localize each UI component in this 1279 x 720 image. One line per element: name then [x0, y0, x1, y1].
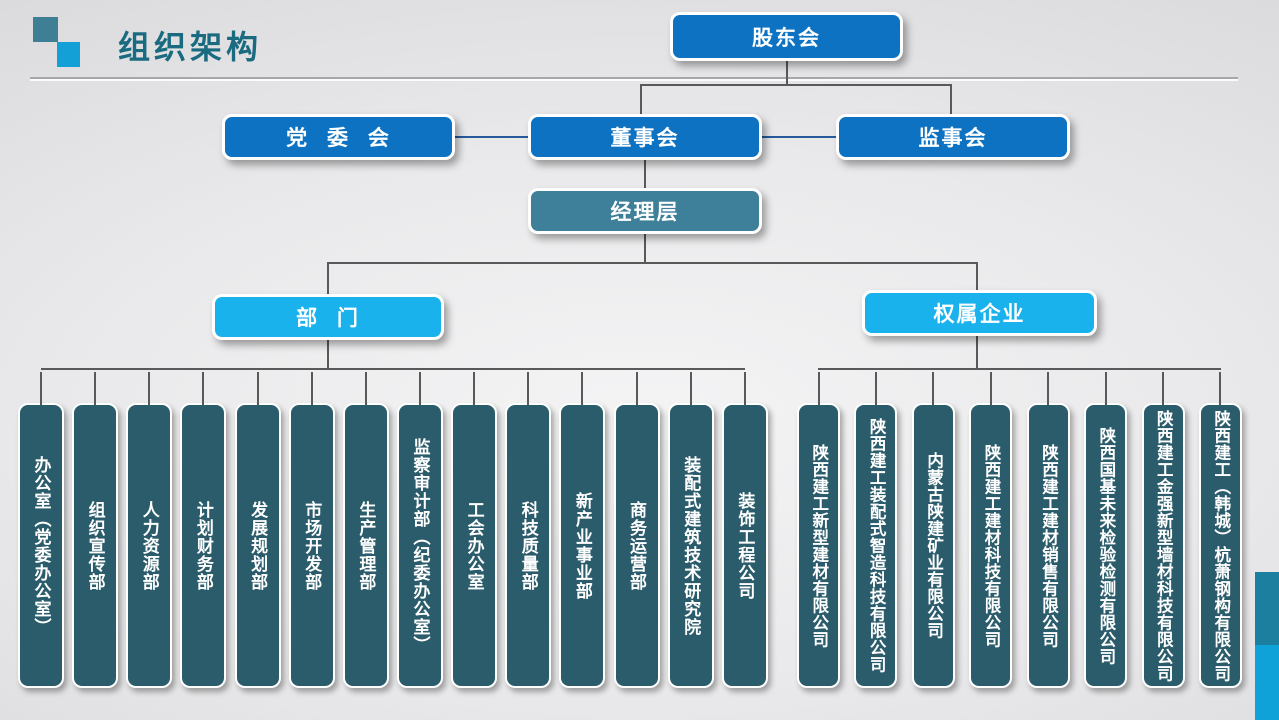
subsidiary-row: 陕西建工新型建材有限公司 陕西建工装配式智造科技有限公司 内蒙古陕建矿业有限公司…: [797, 372, 1242, 688]
company-box: 内蒙古陕建矿业有限公司: [911, 372, 955, 688]
page-title: 组织架构: [118, 29, 263, 65]
company-box: 陕西建工装配式智造科技有限公司: [854, 372, 898, 688]
org-node-label: 经理层: [610, 201, 680, 224]
dept-box: 装饰工程公司: [721, 372, 768, 688]
dept-box: 办公室（党委办公室）: [18, 372, 64, 688]
company-label: 陕西建工建材销售有限公司: [1039, 443, 1058, 648]
dept-label: 科技质量部: [518, 500, 538, 591]
dept-box: 生产管理部: [342, 372, 389, 688]
dept-box: 市场开发部: [288, 372, 335, 688]
org-node-subsidiaries-group: 权属企业: [862, 290, 1097, 336]
org-node-label: 监事会: [918, 127, 988, 150]
company-box: 陕西建工建材科技有限公司: [969, 372, 1013, 688]
org-node-label: 股东会: [752, 26, 821, 50]
connector-line: [640, 84, 642, 114]
org-node-shareholders-meeting: 股东会: [670, 12, 903, 61]
title-underline-white: [30, 79, 1238, 81]
dept-label: 装配式建筑技术研究院: [681, 455, 701, 636]
dept-box: 组织宣传部: [72, 372, 119, 688]
dept-label: 办公室（党委办公室）: [31, 455, 51, 636]
connector-line-blue: [455, 136, 528, 138]
org-node-label: 董事会: [610, 127, 680, 150]
dept-label: 工会办公室: [464, 500, 484, 591]
org-node-label: 权属企业: [933, 303, 1026, 326]
connector-line: [327, 340, 329, 368]
company-box: 陕西国基未来检验检测有限公司: [1084, 372, 1128, 688]
company-box: 陕西建工建材销售有限公司: [1026, 372, 1070, 688]
department-row: 办公室（党委办公室） 组织宣传部 人力资源部 计划财务部 发展规划部 市场开发部…: [18, 372, 768, 688]
org-node-supervisory-board: 监事会: [836, 114, 1070, 160]
company-label: 陕西建工（韩城）杭萧钢构有限公司: [1211, 409, 1230, 682]
dept-box: 发展规划部: [234, 372, 281, 688]
company-label: 陕西建工金强新型墙材科技有限公司: [1154, 409, 1173, 682]
corner-accent-blue: [1255, 645, 1279, 720]
dept-box: 装配式建筑技术研究院: [667, 372, 714, 688]
decor-square-teal: [33, 17, 58, 42]
dept-box: 工会办公室: [451, 372, 498, 688]
dept-box: 科技质量部: [505, 372, 552, 688]
dept-label: 新产业事业部: [572, 491, 592, 600]
decor-square-blue: [57, 42, 80, 67]
org-node-board-of-directors: 董事会: [528, 114, 762, 160]
org-node-label: 部 门: [296, 307, 360, 330]
connector-line: [327, 262, 978, 264]
connector-line: [950, 84, 952, 114]
connector-line: [786, 61, 788, 84]
org-node-departments-group: 部 门: [212, 294, 444, 340]
company-label: 陕西建工装配式智造科技有限公司: [867, 418, 886, 673]
company-box: 陕西建工新型建材有限公司: [797, 372, 840, 688]
connector-line: [640, 84, 952, 86]
connector-line: [644, 234, 646, 262]
company-label: 陕西建工新型建材有限公司: [809, 443, 828, 648]
dept-box: 人力资源部: [126, 372, 173, 688]
company-box: 陕西建工（韩城）杭萧钢构有限公司: [1198, 372, 1242, 688]
dept-label: 生产管理部: [356, 500, 376, 591]
dept-box: 计划财务部: [180, 372, 227, 688]
dept-box: 商务运营部: [613, 372, 660, 688]
dept-label: 发展规划部: [248, 500, 268, 591]
dept-label: 计划财务部: [193, 500, 213, 591]
dept-label: 人力资源部: [139, 500, 159, 591]
connector-line: [976, 336, 978, 368]
corner-accent-teal: [1255, 572, 1279, 645]
org-node-label: 党 委 会: [286, 127, 391, 150]
connector-line: [327, 262, 329, 294]
dept-label: 装饰工程公司: [735, 491, 755, 600]
dept-label: 商务运营部: [627, 500, 647, 591]
org-node-management-level: 经理层: [528, 188, 762, 234]
company-label: 内蒙古陕建矿业有限公司: [924, 452, 943, 639]
company-label: 陕西建工建材科技有限公司: [982, 443, 1001, 648]
org-node-party-committee: 党 委 会: [222, 114, 455, 160]
connector-rail-departments: [41, 368, 745, 370]
connector-line-blue: [762, 136, 836, 138]
company-label: 陕西国基未来检验检测有限公司: [1096, 426, 1115, 665]
dept-label: 组织宣传部: [85, 500, 105, 591]
dept-label: 市场开发部: [302, 500, 322, 591]
dept-box: 新产业事业部: [559, 372, 606, 688]
dept-box: 监察审计部（纪委办公室）: [396, 372, 443, 688]
connector-rail-subsidiaries: [818, 368, 1221, 370]
connector-line: [644, 160, 646, 188]
dept-label: 监察审计部（纪委办公室）: [410, 437, 430, 654]
company-box: 陕西建工金强新型墙材科技有限公司: [1141, 372, 1185, 688]
connector-line: [976, 262, 978, 290]
title-underline-gray: [30, 77, 1238, 79]
